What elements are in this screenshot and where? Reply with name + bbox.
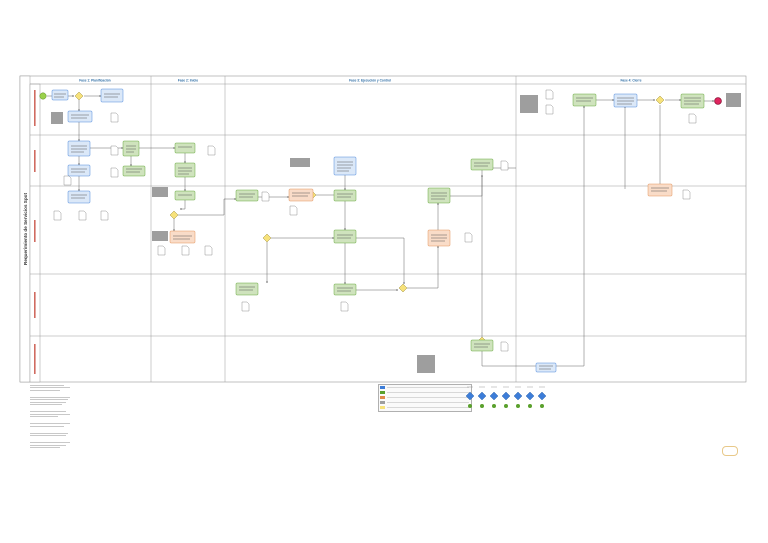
end-event — [714, 97, 722, 105]
document-icon — [545, 89, 554, 100]
task-box — [174, 142, 196, 154]
document-icon — [181, 245, 190, 256]
task-box — [51, 89, 69, 101]
task-box — [288, 188, 314, 202]
document-icon — [688, 113, 697, 124]
lane-label-5 — [34, 344, 36, 374]
legend-row — [379, 385, 471, 390]
lane-label-1 — [34, 90, 36, 126]
document-icon — [241, 301, 250, 312]
task-box — [235, 189, 259, 202]
lane-label-2 — [34, 150, 36, 172]
task-box — [235, 282, 259, 296]
document-icon — [682, 189, 691, 200]
document-icon — [207, 145, 216, 156]
lane-label-4 — [34, 292, 36, 318]
phase-label-2: Fase 2: Inicio — [178, 79, 198, 83]
annotation-block — [51, 112, 63, 124]
task-box — [333, 229, 357, 244]
lane-label-3 — [34, 220, 36, 242]
task-text-marks — [54, 93, 701, 370]
legend-row — [379, 390, 471, 395]
phase-label-1: Fase 1: Planificación — [79, 79, 111, 83]
document-icon — [53, 210, 62, 221]
document-icon — [340, 301, 349, 312]
document-icon — [261, 191, 270, 202]
annotation-block — [152, 187, 168, 197]
task-box — [67, 110, 93, 123]
phase-label-4: Fase 4: Cierre — [620, 79, 641, 83]
tasks-green — [122, 93, 705, 352]
gateway — [398, 283, 408, 293]
task-box — [535, 362, 557, 373]
start-event — [39, 92, 47, 100]
task-box — [613, 93, 638, 108]
task-box — [67, 190, 91, 204]
gateway — [169, 210, 179, 220]
document-icon — [500, 160, 509, 171]
task-box — [333, 283, 357, 296]
document-icon — [110, 167, 119, 178]
document-icon — [289, 205, 298, 216]
task-box — [647, 183, 673, 197]
annotation-block — [417, 355, 435, 373]
gateway — [74, 91, 84, 101]
task-box — [174, 190, 196, 201]
phase-label-3: Fase 3: Ejecución y Control — [349, 79, 391, 83]
document-icon — [545, 104, 554, 115]
document-icon — [464, 232, 473, 243]
gateway — [262, 233, 272, 243]
data-objects — [53, 89, 697, 352]
task-box — [427, 187, 451, 204]
annotation-block — [152, 231, 168, 241]
footnotes — [30, 383, 74, 450]
legend-row — [379, 400, 471, 405]
diagram-title: Requerimiento de Servicios Spot — [23, 193, 28, 265]
document-icon — [204, 245, 213, 256]
annotations — [51, 93, 741, 373]
annotation-block — [290, 158, 310, 167]
document-icon — [500, 341, 509, 352]
document-icon — [100, 210, 109, 221]
task-box — [122, 165, 146, 177]
legend — [378, 384, 472, 412]
task-box — [572, 93, 597, 107]
task-box — [67, 164, 91, 177]
task-box — [174, 162, 196, 178]
task-box — [67, 140, 91, 157]
task-box — [100, 88, 124, 103]
legend-row — [379, 405, 471, 410]
legend-symbols — [465, 386, 547, 408]
task-box — [333, 189, 357, 202]
task-box — [169, 230, 196, 244]
document-icon — [110, 145, 119, 156]
task-box — [470, 339, 494, 352]
document-icon — [78, 210, 87, 221]
legend-row — [379, 395, 471, 400]
task-box — [122, 140, 140, 157]
task-box — [470, 158, 494, 171]
task-box — [333, 156, 357, 176]
gateway — [655, 95, 665, 105]
document-icon — [157, 245, 166, 256]
annotation-block — [726, 93, 741, 107]
document-icon — [110, 112, 119, 123]
annotation-block — [520, 95, 538, 113]
document-icon — [63, 175, 72, 186]
watermark-logo — [722, 446, 738, 456]
